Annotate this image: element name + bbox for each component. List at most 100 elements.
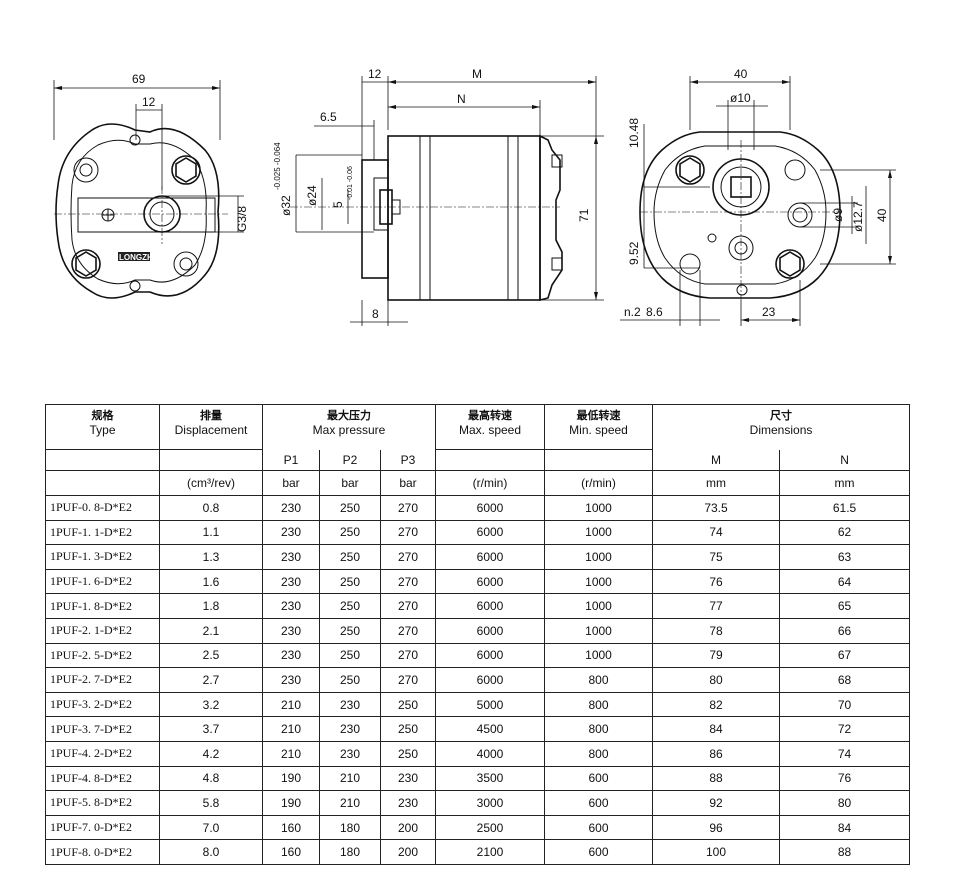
unit-speed: (r/min)	[544, 470, 654, 496]
cell-max-speed: 2500	[435, 814, 546, 841]
cell-m: 86	[652, 740, 781, 767]
side-dim-M: M	[472, 67, 482, 81]
cell-p3: 250	[379, 716, 437, 742]
cell-displacement: 3.7	[159, 716, 263, 742]
cell-p3: 250	[379, 691, 437, 718]
cell-displacement: 2.5	[159, 642, 263, 669]
cell-p3: 270	[379, 642, 437, 669]
cell-m: 88	[652, 765, 781, 792]
cell-displacement: 3.2	[159, 691, 263, 718]
cell-m: 82	[652, 691, 781, 718]
cell-min-speed: 600	[544, 814, 654, 841]
cell-p3: 200	[379, 839, 437, 865]
cell-p1: 230	[262, 667, 320, 693]
cell-max-speed: 6000	[435, 667, 546, 693]
rear-dim-bottom: 23	[762, 305, 776, 319]
cell-n: 66	[779, 617, 911, 644]
unit-bar: bar	[379, 470, 437, 496]
front-port-label: G3/8	[235, 206, 249, 232]
cell-p2: 250	[319, 544, 381, 570]
unit-speed: (r/min)	[435, 470, 546, 496]
cell-p3: 270	[379, 617, 437, 644]
cell-m: 75	[652, 544, 781, 570]
cell-n: 61.5	[779, 495, 911, 521]
cell-p2: 250	[319, 568, 381, 595]
cell-max-speed: 3000	[435, 790, 546, 816]
cell-p2: 250	[319, 642, 381, 669]
cell-m: 74	[652, 519, 781, 546]
cell-min-speed: 800	[544, 667, 654, 693]
unit-mm: mm	[779, 470, 911, 496]
cell-p2: 210	[319, 765, 381, 792]
cell-max-speed: 3500	[435, 765, 546, 792]
header-p3: P3	[379, 449, 437, 471]
unit-displacement: (cm³/rev)	[159, 470, 263, 496]
cell-n: 65	[779, 593, 911, 619]
header-p2: P2	[319, 449, 381, 471]
cell-max-speed: 4000	[435, 740, 546, 767]
side-dia-pilot: ø32	[279, 195, 293, 216]
cell-p2: 210	[319, 790, 381, 816]
cell-max-speed: 2100	[435, 839, 546, 865]
cell-p3: 230	[379, 790, 437, 816]
cell-p3: 250	[379, 740, 437, 767]
cell-displacement: 4.2	[159, 740, 263, 767]
cell-p1: 230	[262, 519, 320, 546]
side-dim-N: N	[457, 92, 466, 106]
cell-n: 62	[779, 519, 911, 546]
side-dim-height: 71	[577, 208, 591, 222]
cell-min-speed: 600	[544, 790, 654, 816]
cell-m: 84	[652, 716, 781, 742]
cell-m: 80	[652, 667, 781, 693]
cell-p3: 270	[379, 568, 437, 595]
header-p1: P1	[262, 449, 320, 471]
cell-p1: 160	[262, 814, 320, 841]
cell-m: 100	[652, 839, 781, 865]
unit-bar: bar	[262, 470, 320, 496]
cell-displacement: 8.0	[159, 839, 263, 865]
cell-p2: 250	[319, 667, 381, 693]
cell-p1: 190	[262, 765, 320, 792]
cell-p1: 210	[262, 740, 320, 767]
cell-p1: 230	[262, 593, 320, 619]
header-m: M	[652, 449, 781, 471]
cell-max-speed: 6000	[435, 519, 546, 546]
unit-mm: mm	[652, 470, 781, 496]
side-dim-flange: 12	[368, 67, 382, 81]
front-dim-width: 69	[132, 72, 146, 86]
cell-type: 1PUF-4. 8-D*E2	[45, 765, 160, 792]
side-view: 12 M N 6.5 71	[273, 67, 604, 326]
cell-type: 1PUF-0. 8-D*E2	[45, 495, 160, 521]
cell-displacement: 1.3	[159, 544, 263, 570]
cell-p3: 230	[379, 765, 437, 792]
cell-p2: 230	[319, 691, 381, 718]
cell-type: 1PUF-3. 7-D*E2	[45, 716, 160, 742]
cell-min-speed: 800	[544, 716, 654, 742]
rear-dia-hole: 8.6	[646, 305, 663, 319]
front-logo: LONGZHI	[119, 253, 155, 262]
cell-p1: 230	[262, 495, 320, 521]
cell-min-speed: 1000	[544, 593, 654, 619]
rear-dim-right: 40	[875, 208, 889, 222]
side-dia-pilot-tol: -0.025 -0.064	[273, 142, 282, 190]
cell-p1: 230	[262, 642, 320, 669]
cell-type: 1PUF-1. 1-D*E2	[45, 519, 160, 546]
unit-bar: bar	[319, 470, 381, 496]
cell-p3: 200	[379, 814, 437, 841]
cell-n: 80	[779, 790, 911, 816]
cell-n: 72	[779, 716, 911, 742]
cell-type: 1PUF-2. 7-D*E2	[45, 667, 160, 693]
cell-p1: 230	[262, 568, 320, 595]
cell-displacement: 2.1	[159, 617, 263, 644]
rear-dim-upper: 10.48	[627, 118, 641, 148]
cell-n: 64	[779, 568, 911, 595]
cell-m: 79	[652, 642, 781, 669]
